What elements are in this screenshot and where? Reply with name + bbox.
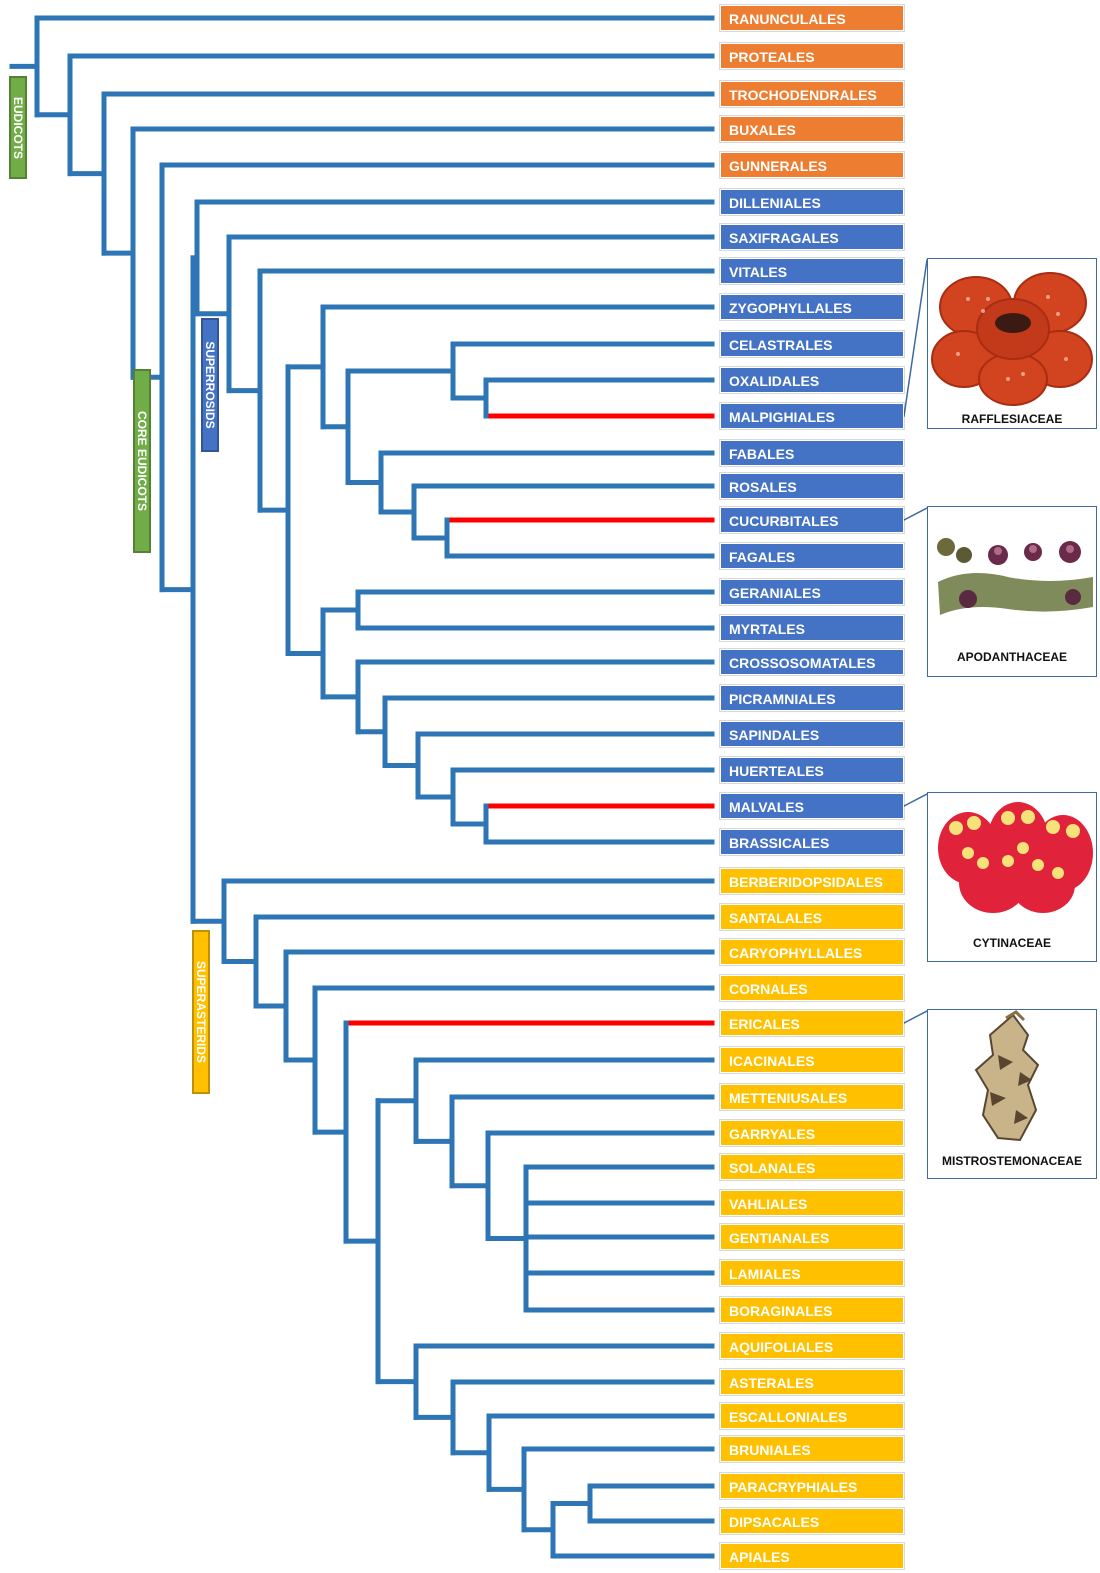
- taxon-escalloniales: ESCALLONIALES: [720, 1403, 904, 1429]
- clade-label-text: EUDICOTS: [11, 96, 25, 158]
- taxon-malvales: MALVALES: [720, 793, 904, 819]
- taxon-zygophyllales: ZYGOPHYLLALES: [720, 294, 904, 320]
- taxon-garryales: GARRYALES: [720, 1120, 904, 1146]
- taxon-metteniusales: METTENIUSALES: [720, 1084, 904, 1110]
- taxon-saxifragales: SAXIFRAGALES: [720, 224, 904, 250]
- family-connector: [904, 508, 927, 520]
- family-image-apodanthaceae: APODANTHACEAE: [927, 506, 1097, 677]
- apodanthes-branch-icon: [928, 507, 1098, 647]
- clade-label-superasterids: SUPERASTERIDS: [192, 930, 210, 1094]
- family-image-rafflesiaceae: RAFFLESIACEAE: [927, 258, 1097, 429]
- taxon-crossosomatales: CROSSOSOMATALES: [720, 649, 904, 675]
- clade-label-text: SUPERASTERIDS: [194, 961, 208, 1063]
- taxon-icacinales: ICACINALES: [720, 1047, 904, 1073]
- taxon-geraniales: GERANIALES: [720, 579, 904, 605]
- taxon-bruniales: BRUNIALES: [720, 1436, 904, 1462]
- clade-label-eudicots: EUDICOTS: [9, 76, 27, 179]
- clade-label-text: CORE EUDICOTS: [135, 411, 149, 511]
- taxon-paracryphiales: PARACRYPHIALES: [720, 1473, 904, 1499]
- clade-label-superrosids: SUPERROSIDS: [201, 318, 219, 452]
- taxon-caryophyllales: CARYOPHYLLALES: [720, 939, 904, 965]
- taxon-dilleniales: DILLENIALES: [720, 189, 904, 215]
- taxon-solanales: SOLANALES: [720, 1154, 904, 1180]
- taxon-cucurbitales: CUCURBITALES: [720, 507, 904, 533]
- cytinus-flower-icon: [928, 793, 1098, 933]
- taxon-huerteales: HUERTEALES: [720, 757, 904, 783]
- family-connector: [904, 1011, 927, 1023]
- taxon-fagales: FAGALES: [720, 543, 904, 569]
- taxon-apiales: APIALES: [720, 1543, 904, 1569]
- taxon-rosales: ROSALES: [720, 473, 904, 499]
- taxon-picramniales: PICRAMNIALES: [720, 685, 904, 711]
- family-connector: [904, 260, 927, 416]
- family-connector: [904, 794, 927, 806]
- taxon-vitales: VITALES: [720, 258, 904, 284]
- taxon-gentianales: GENTIANALES: [720, 1224, 904, 1250]
- taxon-santalales: SANTALALES: [720, 904, 904, 930]
- taxon-cornales: CORNALES: [720, 975, 904, 1001]
- taxon-aquifoliales: AQUIFOLIALES: [720, 1333, 904, 1359]
- taxon-trochodendrales: TROCHODENDRALES: [720, 81, 904, 107]
- taxon-sapindales: SAPINDALES: [720, 721, 904, 747]
- taxon-gunnerales: GUNNERALES: [720, 152, 904, 178]
- taxon-buxales: BUXALES: [720, 116, 904, 142]
- taxon-malpighiales: MALPIGHIALES: [720, 403, 904, 429]
- family-image-cytinaceae: CYTINACEAE: [927, 792, 1097, 962]
- taxon-celastrales: CELASTRALES: [720, 331, 904, 357]
- taxon-lamiales: LAMIALES: [720, 1260, 904, 1286]
- taxon-fabales: FABALES: [720, 440, 904, 466]
- family-name: RAFFLESIACEAE: [928, 412, 1096, 426]
- taxon-dipsacales: DIPSACALES: [720, 1508, 904, 1534]
- taxon-myrtales: MYRTALES: [720, 615, 904, 641]
- family-image-mistrostemonaceae: MISTROSTEMONACEAE: [927, 1009, 1097, 1179]
- clade-label-core-eudicots: CORE EUDICOTS: [133, 369, 151, 553]
- taxon-proteales: PROTEALES: [720, 43, 904, 69]
- family-name: MISTROSTEMONACEAE: [928, 1154, 1096, 1168]
- family-name: CYTINACEAE: [928, 936, 1096, 950]
- taxon-ranunculales: RANUNCULALES: [720, 5, 904, 31]
- taxon-brassicales: BRASSICALES: [720, 829, 904, 855]
- mitrastemon-flower-icon: [928, 1010, 1098, 1150]
- taxon-boraginales: BORAGINALES: [720, 1297, 904, 1323]
- taxon-oxalidales: OXALIDALES: [720, 367, 904, 393]
- rafflesia-flower-icon: [928, 259, 1098, 409]
- clade-label-text: SUPERROSIDS: [203, 341, 217, 428]
- taxon-vahliales: VAHLIALES: [720, 1190, 904, 1216]
- taxon-berberidopsidales: BERBERIDOPSIDALES: [720, 868, 904, 894]
- taxon-ericales: ERICALES: [720, 1010, 904, 1036]
- family-name: APODANTHACEAE: [928, 650, 1096, 664]
- taxon-asterales: ASTERALES: [720, 1369, 904, 1395]
